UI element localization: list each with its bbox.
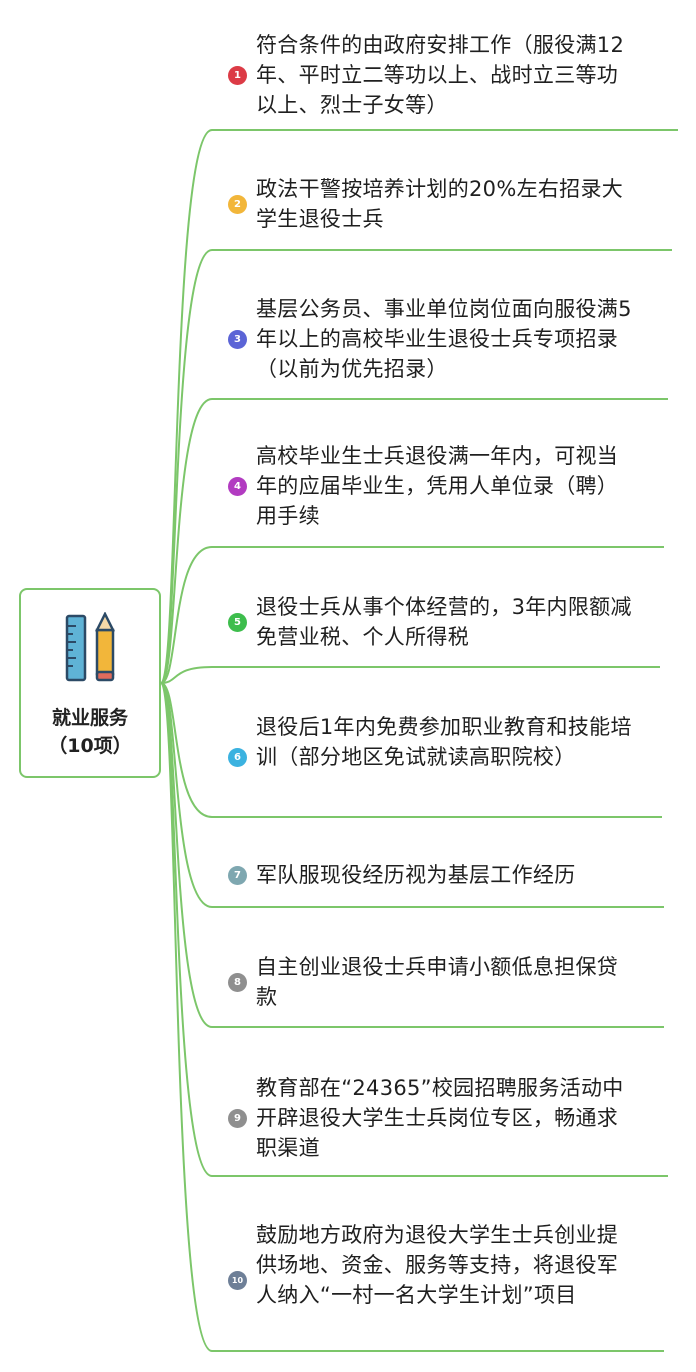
number-badge: 4 bbox=[228, 477, 247, 496]
number-badge: 9 bbox=[228, 1109, 247, 1128]
number-badge: 3 bbox=[228, 330, 247, 349]
branch-connector bbox=[160, 249, 672, 684]
number-badge: 6 bbox=[228, 748, 247, 767]
number-badge: 2 bbox=[228, 195, 247, 214]
branch-text: 基层公务员、事业单位岗位面向服役满5年以上的高校毕业生退役士兵专项招录（以前为优… bbox=[256, 297, 632, 381]
number-badge: 1 bbox=[228, 66, 247, 85]
branch-item[interactable]: 2 政法干警按培养计划的20%左右招录大学生退役士兵 bbox=[228, 174, 668, 234]
ruler-pencil-icon bbox=[65, 612, 116, 682]
branch-text: 教育部在“24365”校园招聘服务活动中开辟退役大学生士兵岗位专区，畅通求职渠道 bbox=[256, 1076, 624, 1160]
branch-item[interactable]: 3 基层公务员、事业单位岗位面向服役满5年以上的高校毕业生退役士兵专项招录（以前为… bbox=[228, 294, 668, 384]
branch-item[interactable]: 10 鼓励地方政府为退役大学生士兵创业提供场地、资金、服务等支持，将退役军人纳入“… bbox=[228, 1220, 668, 1340]
branch-item[interactable]: 8 自主创业退役士兵申请小额低息担保贷款 bbox=[228, 952, 668, 1012]
branch-connector bbox=[160, 398, 668, 684]
branch-text: 符合条件的由政府安排工作（服役满12年、平时立二等功以上、战时立三等功以上、烈士… bbox=[256, 33, 625, 117]
branch-connector bbox=[160, 666, 660, 684]
branch-item[interactable]: 5 退役士兵从事个体经营的，3年内限额减免营业税、个人所得税 bbox=[228, 592, 668, 652]
branch-text: 政法干警按培养计划的20%左右招录大学生退役士兵 bbox=[256, 177, 624, 231]
number-badge: 8 bbox=[228, 973, 247, 992]
branch-connector bbox=[160, 682, 664, 1028]
branch-text: 军队服现役经历视为基层工作经历 bbox=[256, 863, 576, 887]
root-node[interactable]: 就业服务 （10项） bbox=[19, 588, 161, 778]
root-title: 就业服务 （10项） bbox=[48, 707, 132, 757]
branch-text: 鼓励地方政府为退役大学生士兵创业提供场地、资金、服务等支持，将退役军人纳入“一村… bbox=[256, 1223, 619, 1307]
number-badge: 7 bbox=[228, 866, 247, 885]
branch-connector bbox=[160, 546, 664, 684]
branch-item[interactable]: 7 军队服现役经历视为基层工作经历 bbox=[228, 860, 668, 890]
branch-connector bbox=[160, 682, 664, 908]
branch-connector bbox=[160, 682, 664, 1352]
branch-text: 自主创业退役士兵申请小额低息担保贷款 bbox=[256, 955, 619, 1009]
branch-connector bbox=[160, 682, 662, 818]
branch-text: 退役士兵从事个体经营的，3年内限额减免营业税、个人所得税 bbox=[256, 595, 632, 649]
branch-item[interactable]: 4 高校毕业生士兵退役满一年内，可视当年的应届毕业生，凭用人单位录（聘）用手续 bbox=[228, 441, 668, 531]
number-badge: 10 bbox=[228, 1271, 247, 1290]
branch-text: 高校毕业生士兵退役满一年内，可视当年的应届毕业生，凭用人单位录（聘）用手续 bbox=[256, 444, 619, 528]
number-badge: 5 bbox=[228, 613, 247, 632]
branch-item[interactable]: 9 教育部在“24365”校园招聘服务活动中开辟退役大学生士兵岗位专区，畅通求职渠… bbox=[228, 1073, 668, 1163]
branch-text: 退役后1年内免费参加职业教育和技能培训（部分地区免试就读高职院校） bbox=[256, 715, 632, 769]
branch-item[interactable]: 6 退役后1年内免费参加职业教育和技能培训（部分地区免试就读高职院校） bbox=[228, 712, 668, 802]
branch-item[interactable]: 1 符合条件的由政府安排工作（服役满12年、平时立二等功以上、战时立三等功以上、烈… bbox=[228, 30, 668, 120]
